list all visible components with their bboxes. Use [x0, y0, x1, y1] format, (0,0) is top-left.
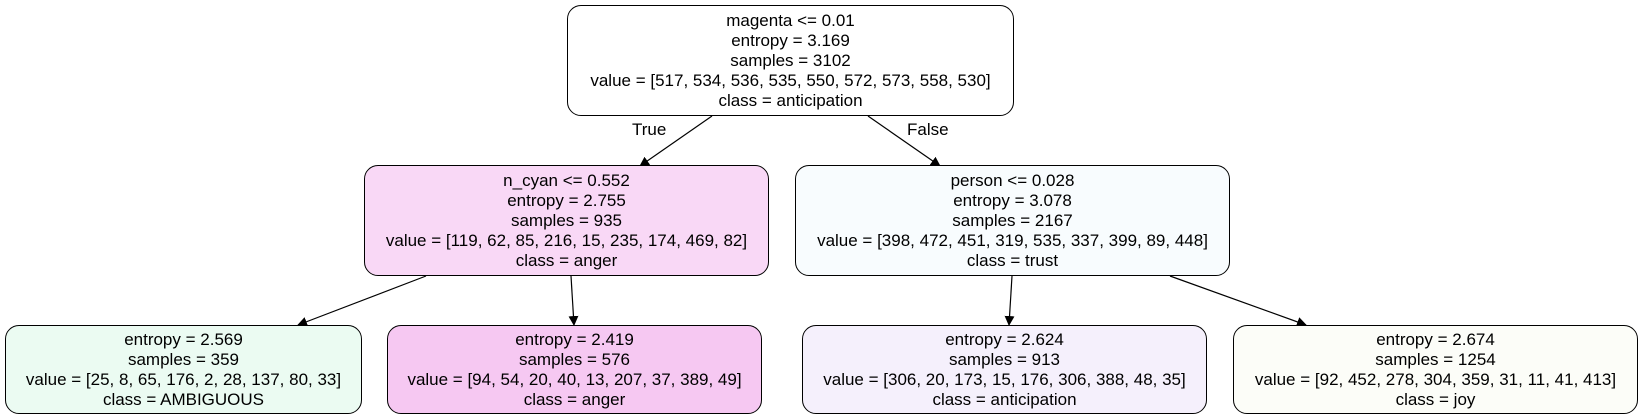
- node-value: value = [119, 62, 85, 216, 15, 235, 174,…: [385, 230, 748, 250]
- node-entropy: entropy = 2.624: [945, 329, 1064, 349]
- edge-root-to-n-cyan: [639, 115, 713, 167]
- node-entropy: entropy = 3.169: [731, 30, 850, 50]
- node-value: value = [25, 8, 65, 176, 2, 28, 137, 80,…: [25, 369, 342, 389]
- node-condition: magenta <= 0.01: [726, 10, 855, 30]
- node-entropy: entropy = 2.419: [515, 329, 634, 349]
- node-samples: samples = 359: [127, 349, 240, 369]
- edge-n-cyan-to-leaf-ambiguous: [297, 275, 427, 327]
- node-condition: n_cyan <= 0.552: [503, 170, 630, 190]
- node-class: class = trust: [966, 250, 1059, 270]
- edge-label-true: True: [632, 120, 667, 139]
- tree-leaf-anger[interactable]: entropy = 2.419 samples = 576 value = [9…: [387, 325, 762, 414]
- edge-n-cyan-to-leaf-anger: [568, 275, 579, 326]
- node-value: value = [306, 20, 173, 15, 176, 306, 388…: [823, 369, 1186, 389]
- edge-person-to-leaf-anticipation: [1004, 275, 1015, 326]
- node-class: class = anticipation: [718, 90, 863, 110]
- node-condition: person <= 0.028: [950, 170, 1075, 190]
- node-class: class = AMBIGUOUS: [102, 389, 265, 409]
- tree-leaf-anticipation[interactable]: entropy = 2.624 samples = 913 value = [3…: [802, 325, 1207, 414]
- node-entropy: entropy = 2.755: [507, 190, 626, 210]
- node-samples: samples = 576: [518, 349, 631, 369]
- node-class: class = anger: [523, 389, 626, 409]
- node-samples: samples = 935: [510, 210, 623, 230]
- node-entropy: entropy = 2.569: [124, 329, 243, 349]
- node-class: class = joy: [1395, 389, 1476, 409]
- node-value: value = [517, 534, 536, 535, 550, 572, 5…: [590, 70, 991, 90]
- node-value: value = [92, 452, 278, 304, 359, 31, 11,…: [1254, 369, 1617, 389]
- tree-leaf-joy[interactable]: entropy = 2.674 samples = 1254 value = […: [1233, 325, 1638, 414]
- node-entropy: entropy = 3.078: [953, 190, 1072, 210]
- tree-leaf-ambiguous[interactable]: entropy = 2.569 samples = 359 value = [2…: [5, 325, 362, 414]
- node-samples: samples = 2167: [952, 210, 1073, 230]
- edge-root-to-person: [867, 115, 941, 167]
- edge-label-false: False: [907, 120, 949, 139]
- node-samples: samples = 913: [948, 349, 1061, 369]
- tree-node-n-cyan[interactable]: n_cyan <= 0.552 entropy = 2.755 samples …: [364, 165, 769, 276]
- node-class: class = anger: [515, 250, 618, 270]
- node-samples: samples = 1254: [1375, 349, 1496, 369]
- node-class: class = anticipation: [932, 389, 1077, 409]
- tree-node-root[interactable]: magenta <= 0.01 entropy = 3.169 samples …: [567, 5, 1014, 116]
- edge-person-to-leaf-joy: [1169, 275, 1307, 327]
- node-value: value = [398, 472, 451, 319, 535, 337, 3…: [817, 230, 1208, 250]
- node-samples: samples = 3102: [730, 50, 851, 70]
- node-value: value = [94, 54, 20, 40, 13, 207, 37, 38…: [407, 369, 742, 389]
- node-entropy: entropy = 2.674: [1376, 329, 1495, 349]
- tree-node-person[interactable]: person <= 0.028 entropy = 3.078 samples …: [795, 165, 1230, 276]
